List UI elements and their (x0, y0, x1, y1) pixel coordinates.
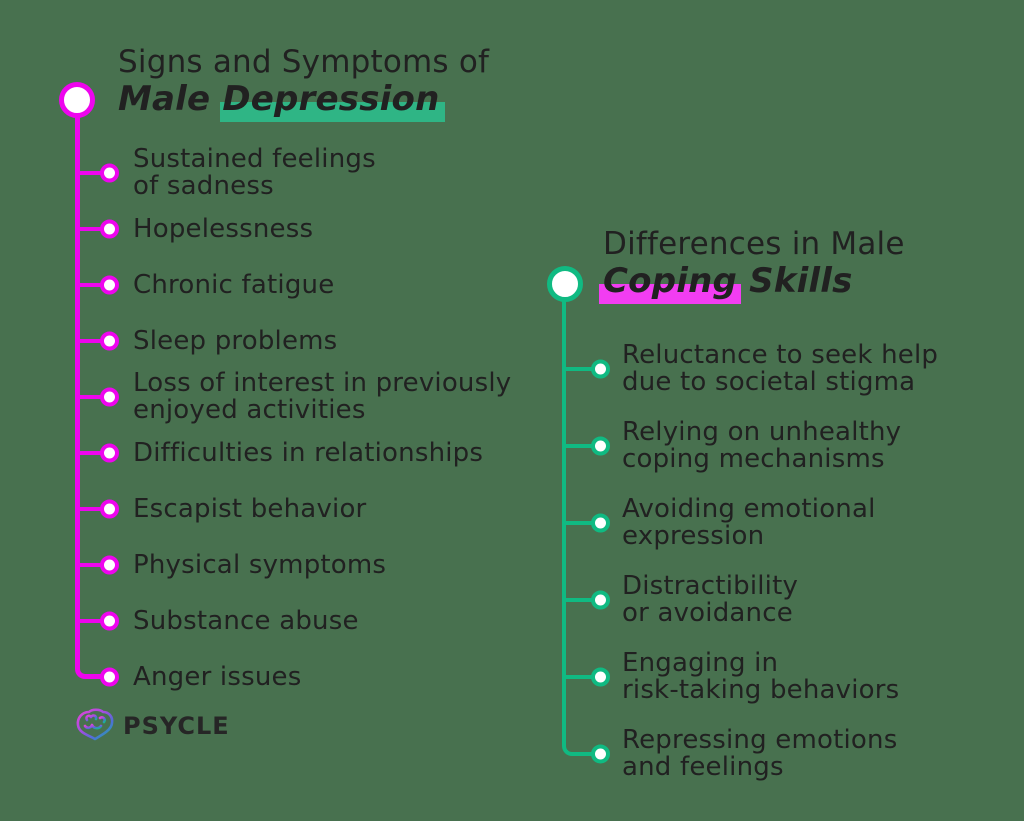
connector-line (77, 563, 113, 567)
bullet-dot (100, 275, 119, 295)
right-title-line2: Coping Skills (599, 261, 905, 304)
brain-icon (76, 708, 114, 741)
item-text-line1: Engaging in (622, 647, 779, 678)
connector-line (564, 443, 600, 448)
list-item: Substance abuse (74, 593, 594, 649)
psycle-logo: PSYCLE (74, 706, 230, 746)
item-text-line2: coping mechanisms (622, 443, 885, 474)
right-title-bold-suffix: Skills (737, 261, 853, 301)
connector-line (564, 674, 600, 679)
list-item: Anger issues (74, 649, 594, 705)
left-section-title: Signs and Symptoms of Male Depression (118, 44, 490, 122)
bullet-dot (591, 436, 610, 455)
item-text-line1: Hopelessness (133, 213, 314, 244)
item-text-line1: Reluctance to seek help (622, 339, 939, 370)
bullet-dot (591, 359, 610, 378)
item-text-line2: due to societal stigma (622, 366, 916, 397)
list-item: Physical symptoms (74, 537, 594, 593)
item-text-line1: Distractibility (622, 570, 799, 601)
connector-line (77, 227, 113, 231)
item-text-line1: Difficulties in relationships (133, 437, 484, 468)
item-text-line1: Anger issues (133, 661, 302, 692)
connector-line (77, 395, 113, 399)
connector-line (77, 451, 113, 455)
bullet-dot (591, 667, 610, 686)
connector-line (564, 520, 600, 525)
brand-name: PSYCLE (123, 712, 230, 740)
item-text-line2: of sadness (133, 171, 274, 201)
list-item: Chronic fatigue (74, 257, 594, 313)
bullet-dot (591, 513, 610, 532)
list-item: Escapist behavior (74, 481, 594, 537)
right-title-highlighted-word: Coping (599, 261, 742, 304)
item-text-line2: expression (622, 520, 765, 551)
bullet-dot (100, 219, 119, 239)
item-text-line1: Physical symptoms (133, 549, 387, 580)
bullet-dot (100, 667, 119, 687)
connector-line (564, 597, 600, 602)
right-title-line1: Differences in Male (603, 226, 905, 262)
bullet-dot (100, 499, 119, 519)
bullet-dot (100, 387, 119, 407)
list-item: Difficulties in relationships (74, 425, 594, 481)
item-text-line1: Sleep problems (133, 325, 338, 356)
item-text-line1: Avoiding emotional (622, 493, 876, 524)
bullet-dot (100, 611, 119, 631)
connector-line (77, 339, 113, 343)
connector-line (77, 171, 113, 175)
left-title-bold-prefix: Male (118, 79, 223, 119)
item-text-line2: enjoyed activities (133, 395, 366, 425)
left-title-line1: Signs and Symptoms of (118, 44, 490, 80)
connector-line (77, 507, 113, 511)
bullet-dot (100, 331, 119, 351)
left-title-highlighted-word: Depression (220, 79, 446, 122)
item-text-line1: Repressing emotions (622, 724, 898, 755)
list-item: Sleep problems (74, 313, 594, 369)
item-text-line1: Substance abuse (133, 605, 359, 636)
bullet-dot (100, 163, 119, 183)
item-text-line1: Chronic fatigue (133, 269, 335, 300)
connector-line (77, 283, 113, 287)
item-text-line1: Escapist behavior (133, 493, 367, 524)
bullet-dot (591, 744, 610, 763)
item-text-line1: Sustained feelings (133, 144, 376, 174)
item-text-line1: Relying on unhealthy (622, 416, 902, 447)
connector-line (564, 366, 600, 371)
connector-line (77, 619, 113, 623)
item-text-line2: risk-taking behaviors (622, 674, 900, 705)
bullet-dot (100, 555, 119, 575)
list-item: Hopelessness (74, 201, 594, 257)
right-timeline-line (562, 297, 601, 756)
item-text-line2: or avoidance (622, 597, 793, 628)
bullet-dot (100, 443, 119, 463)
left-title-line2: Male Depression (118, 79, 489, 122)
item-text-line2: and feelings (622, 751, 784, 782)
right-section-title: Differences in Male Coping Skills (599, 226, 905, 304)
item-text-line1: Loss of interest in previously (133, 368, 512, 398)
bullet-dot (591, 590, 610, 609)
